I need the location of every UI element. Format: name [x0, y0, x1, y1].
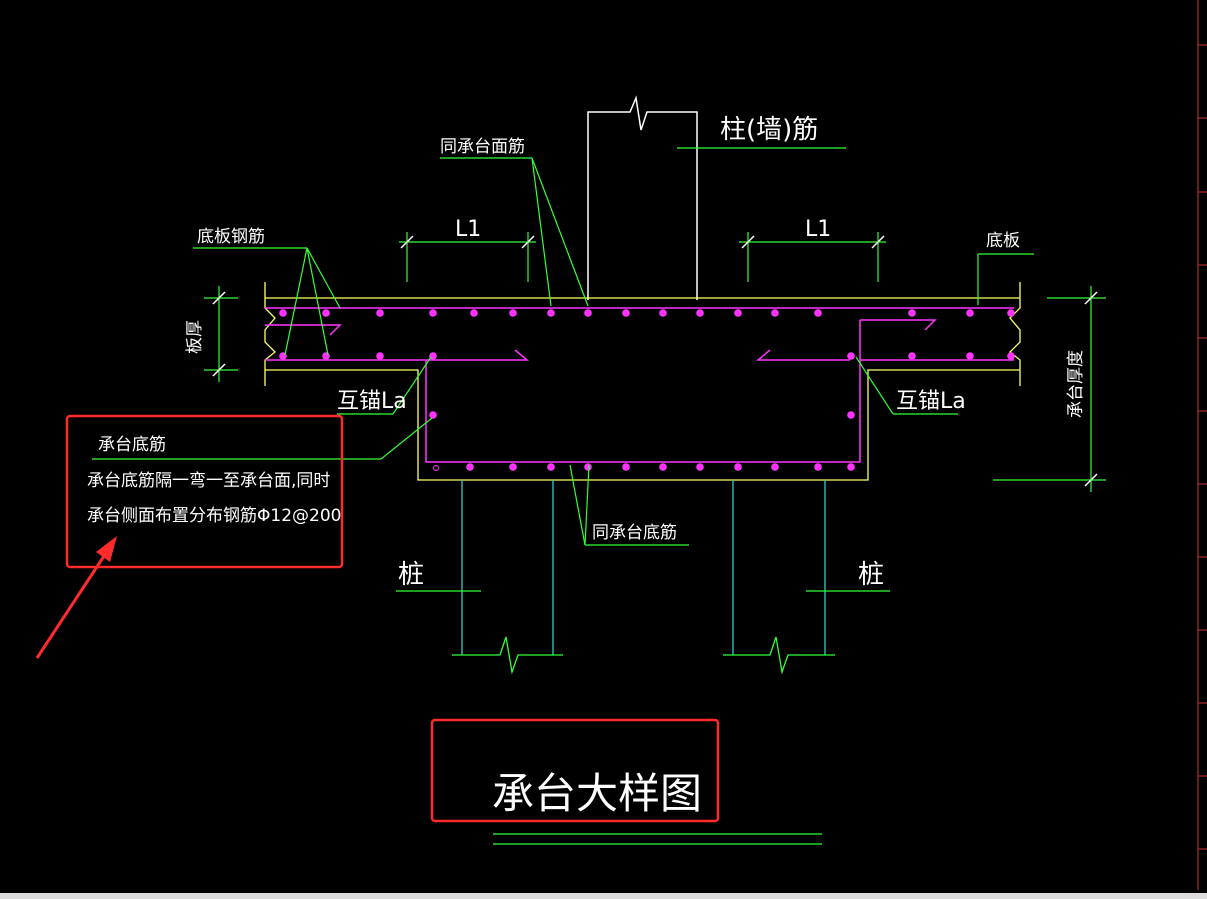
anchor-length-right-label: L1 — [805, 217, 831, 242]
rebar-dot — [771, 309, 779, 317]
rebar-dot — [547, 309, 555, 317]
leader-lines — [92, 147, 1106, 845]
rebar-dot — [659, 309, 667, 317]
pile-breaklines — [452, 636, 835, 675]
rebar-dot — [847, 411, 855, 419]
rebar-dot — [966, 352, 974, 360]
rebar-dot — [470, 309, 478, 317]
rebar-dot — [734, 463, 742, 471]
rebar-dot — [322, 309, 330, 317]
rebar-dot — [322, 352, 330, 360]
slab-thickness-label: 板厚 — [185, 320, 205, 354]
rebar-dot — [734, 309, 742, 317]
same-cap-bottom-rebar-label: 同承台底筋 — [592, 523, 677, 543]
rebar-dot — [429, 411, 437, 419]
rebar-dot — [771, 463, 779, 471]
highlight-annotations — [35, 414, 720, 823]
pile-outlines — [461, 480, 826, 655]
rebar-dot — [814, 309, 822, 317]
rebar-lines — [265, 307, 1014, 463]
rebar-dot — [584, 463, 592, 471]
rebar-dot — [659, 463, 667, 471]
rebar-dot — [966, 309, 974, 317]
status-bar — [0, 893, 1207, 899]
rebar-dot — [908, 309, 916, 317]
rebar-dot — [1007, 352, 1015, 360]
rebar-dot — [696, 463, 704, 471]
rebar-dot-group — [279, 309, 1015, 471]
rebar-small-circle — [433, 465, 439, 471]
mutual-anchor-left-label: 互锚La — [337, 389, 407, 414]
rebar-dot — [376, 352, 384, 360]
rebar-dot — [279, 309, 287, 317]
rebar-dot — [1007, 309, 1015, 317]
rebar-dot — [908, 352, 916, 360]
rebar-dot — [584, 309, 592, 317]
cap-thickness-label: 承台厚度 — [1066, 350, 1086, 418]
red-arrow-head-icon — [96, 536, 117, 562]
slab-rebar-label: 底板钢筋 — [197, 227, 265, 247]
rebar-dot — [847, 352, 855, 360]
anchor-length-left-label: L1 — [455, 217, 481, 242]
rebar-dot — [696, 309, 704, 317]
rebar-dot — [622, 463, 630, 471]
note-line-2: 承台侧面布置分布钢筋Φ12@200 — [87, 506, 341, 526]
rebar-dot — [509, 309, 517, 317]
drawing-title: 承台大样图 — [492, 769, 702, 818]
column-outline — [587, 95, 698, 300]
rebar-dot — [429, 309, 437, 317]
rebar-dot — [547, 463, 555, 471]
rebar-dot — [814, 463, 822, 471]
rebar-dot — [376, 309, 384, 317]
note-heading: 承台底筋 — [98, 435, 166, 455]
mutual-anchor-right-label: 互锚La — [896, 389, 966, 414]
rebar-dot — [509, 463, 517, 471]
right-ruler — [1197, 0, 1207, 890]
slab-label: 底板 — [986, 231, 1020, 251]
pile-left-label: 桩 — [398, 560, 424, 590]
rebar-dot — [622, 309, 630, 317]
column-rebar-label: 柱(墙)筋 — [720, 115, 818, 145]
rebar-dot — [847, 463, 855, 471]
note-line-1: 承台底筋隔一弯一至承台面,同时 — [87, 471, 330, 491]
same-cap-top-rebar-label: 同承台面筋 — [440, 137, 525, 157]
dimension-ticks — [212, 235, 1098, 487]
pile-right-label: 桩 — [858, 560, 884, 590]
cap-slab-outline — [264, 282, 1021, 481]
rebar-dot — [466, 463, 474, 471]
